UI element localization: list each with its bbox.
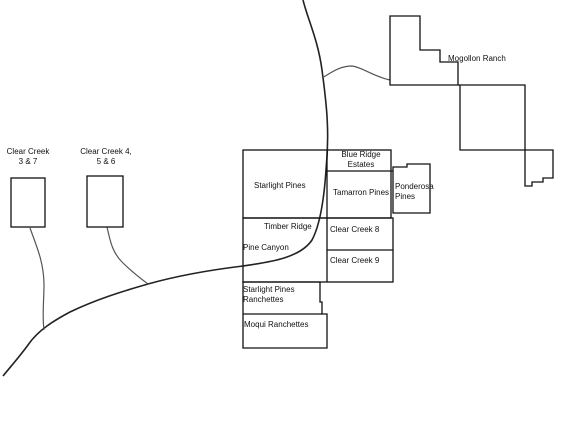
label-ponderosa-pines: Ponderosa Pines — [395, 182, 434, 202]
parcel-mogollon-ranch — [389, 15, 554, 187]
branch-road-clear-creek-4 — [106, 226, 149, 285]
label-line: 5 & 6 — [96, 157, 116, 166]
parcel-ponderosa-pines — [392, 163, 431, 214]
label-blue-ridge-estates: Blue Ridge Estates — [334, 150, 388, 170]
label-moqui-ranchettes: Moqui Ranchettes — [244, 320, 309, 329]
label-timber-ridge: Timber Ridge — [264, 222, 312, 231]
label-line: Ranchettes — [243, 295, 284, 304]
label-line: Clear Creek 4, — [80, 147, 132, 156]
branch-road-mogollon — [321, 65, 391, 81]
label-line: Estates — [347, 160, 375, 169]
label-line: Ponderosa — [395, 182, 434, 191]
label-line: 3 & 7 — [18, 157, 38, 166]
label-clear-creek-9: Clear Creek 9 — [330, 256, 380, 265]
label-clear-creek-4-5-6: Clear Creek 4, 5 & 6 — [75, 147, 137, 167]
label-tamarron-pines: Tamarron Pines — [333, 188, 390, 197]
parcel-clear-creek-3-7 — [10, 177, 46, 228]
label-line: Clear Creek — [6, 147, 50, 156]
label-line: Pines — [395, 192, 416, 201]
label-pine-canyon: Pine Canyon — [243, 243, 289, 252]
label-starlight-pines: Starlight Pines — [254, 181, 306, 190]
label-line: Blue Ridge — [341, 150, 381, 159]
label-clear-creek-3-7: Clear Creek 3 & 7 — [0, 147, 56, 167]
label-mogollon-ranch: Mogollon Ranch — [448, 54, 506, 63]
label-starlight-pines-ranchettes: Starlight Pines Ranchettes — [243, 285, 295, 305]
label-line: Starlight Pines — [243, 285, 295, 294]
branch-road-clear-creek-3-7 — [29, 227, 45, 331]
label-clear-creek-8: Clear Creek 8 — [330, 225, 380, 234]
parcel-clear-creek-4-5-6 — [86, 175, 124, 228]
